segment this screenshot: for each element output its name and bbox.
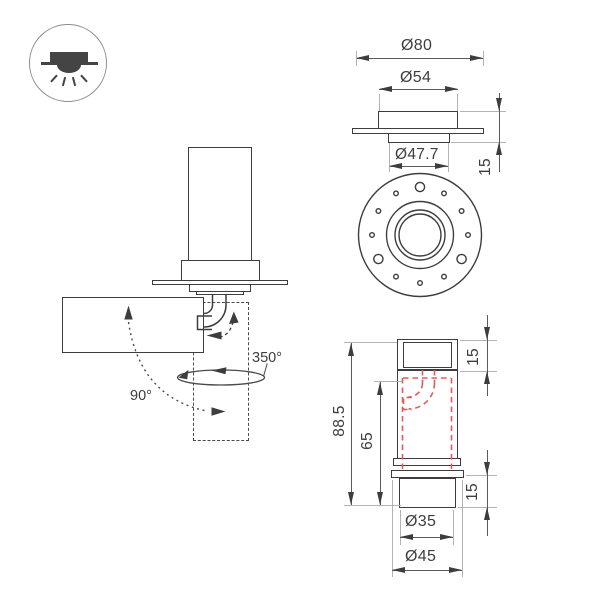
front-lens-circle: [398, 213, 442, 257]
trim-body: [378, 111, 458, 129]
driver-tube: [188, 147, 252, 262]
front-hole-small: [393, 190, 400, 197]
front-hole-large: [414, 181, 426, 193]
front-hole-small: [369, 231, 376, 238]
front-hole-large: [456, 253, 467, 265]
base-cylinder: [399, 478, 456, 508]
ring-band-upper: [393, 458, 461, 466]
dim-line: [389, 166, 448, 167]
dim-diameter-outer: Ø80: [401, 37, 433, 54]
ext-line: [451, 142, 506, 143]
ext-line: [374, 381, 402, 382]
dim-arrow: [496, 98, 502, 111]
ext-line: [448, 143, 449, 172]
dim-line: [487, 450, 488, 536]
dim-arrow: [440, 534, 453, 540]
dim-arrow: [377, 382, 383, 395]
cap-bottom-line: [397, 369, 458, 371]
dim-recess-height: 15: [477, 158, 494, 176]
housing-block: [181, 260, 260, 281]
dim-arrow: [496, 142, 502, 155]
dim-arrow: [400, 534, 413, 540]
ext-line: [389, 143, 390, 172]
ext-line: [457, 94, 458, 111]
ext-line: [458, 507, 497, 508]
dim-diameter-body: Ø54: [400, 69, 432, 86]
ext-line: [466, 475, 497, 476]
icon-lamp-dome: [57, 64, 81, 73]
dim-diameter-lip: Ø47.7: [395, 146, 439, 163]
ext-line: [344, 342, 397, 343]
dim-height-total: 88.5: [331, 405, 348, 437]
ext-line: [453, 510, 454, 545]
tilt-angle-label: 90°: [130, 388, 152, 404]
trim-lip: [388, 133, 450, 143]
dim-arrow: [348, 343, 354, 356]
ext-line: [344, 505, 401, 506]
dim-arrow: [470, 55, 483, 61]
dim-height-cap: 15: [465, 348, 482, 366]
front-bezel-circle: [394, 209, 446, 261]
front-hole-small: [465, 231, 472, 238]
ring-band-flange: [391, 470, 464, 478]
ext-line: [460, 371, 497, 372]
ext-line: [460, 111, 506, 112]
ext-line: [379, 94, 380, 111]
dim-line: [356, 58, 483, 59]
dim-line: [380, 382, 381, 505]
dim-arrow: [484, 507, 490, 520]
dim-line: [392, 570, 462, 571]
front-hole-large: [373, 253, 384, 265]
front-hole-small: [441, 273, 448, 280]
dim-line: [379, 89, 458, 90]
front-outer-circle: [357, 172, 483, 298]
lamp-head-horizontal: [62, 297, 204, 353]
ext-line: [400, 510, 401, 545]
dim-diameter-ring: Ø45: [405, 548, 437, 565]
dim-line: [351, 343, 352, 505]
dim-height-base: 15: [464, 483, 481, 501]
front-hole-small: [458, 207, 465, 214]
ext-line: [483, 51, 484, 66]
dim-arrow: [392, 567, 405, 573]
icon-lamp-body: [50, 52, 88, 62]
dim-height-module: 65: [359, 432, 376, 450]
ext-line: [460, 340, 497, 341]
dim-arrow: [379, 86, 392, 92]
dim-arrow: [377, 492, 383, 505]
trim-front-view: [357, 172, 483, 298]
dim-arrow: [389, 163, 402, 169]
front-hole-small: [393, 273, 400, 280]
dim-arrow: [356, 55, 369, 61]
flange-lip-lower: [196, 291, 244, 295]
lamp-cap-inner: [403, 342, 452, 368]
rotation-angle-label: 350°: [252, 350, 282, 366]
front-body-circle: [385, 200, 455, 270]
dim-arrow: [435, 163, 448, 169]
dim-line: [487, 315, 488, 396]
dim-arrow: [449, 567, 462, 573]
front-hole-small: [375, 207, 382, 214]
dim-line: [400, 537, 453, 538]
dim-diameter-base: Ø35: [405, 513, 437, 530]
dim-arrow: [445, 86, 458, 92]
icon-ceiling-line: [41, 62, 98, 65]
dim-arrow: [484, 327, 490, 340]
dim-arrow: [484, 371, 490, 384]
dim-line: [499, 93, 500, 172]
front-hole-small: [417, 280, 424, 287]
ext-line: [392, 480, 393, 577]
rotation-arrowhead-end: [178, 369, 189, 380]
dim-arrow: [348, 492, 354, 505]
dim-arrow: [484, 462, 490, 475]
front-hole-small: [441, 190, 448, 197]
ext-line: [462, 480, 463, 577]
